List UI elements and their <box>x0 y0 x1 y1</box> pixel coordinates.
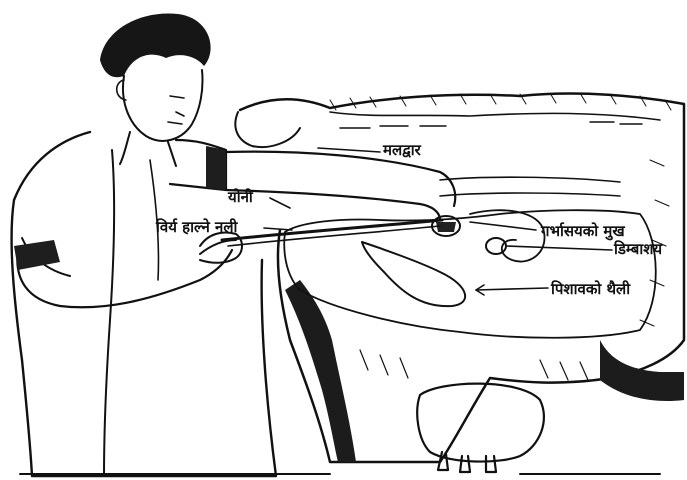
pointer-cervix <box>470 222 536 230</box>
label-semen-tube: विर्य हाल्ने नली <box>155 218 239 236</box>
pointer-ovary <box>506 246 612 250</box>
pointer-semen-tube <box>264 228 292 230</box>
label-bladder: पिशावको थैली <box>550 280 631 298</box>
label-cervix: गर्भासयको मुख <box>540 222 625 241</box>
pointer-rectum <box>318 148 380 152</box>
label-vagina: योनी <box>227 188 254 206</box>
pointer-vagina <box>270 198 290 208</box>
label-ovary: डिम्बाशय <box>613 240 663 258</box>
label-rectum: मलद्वार <box>382 141 422 159</box>
pointer-bladder <box>476 288 548 290</box>
insemination-gun <box>222 220 442 240</box>
